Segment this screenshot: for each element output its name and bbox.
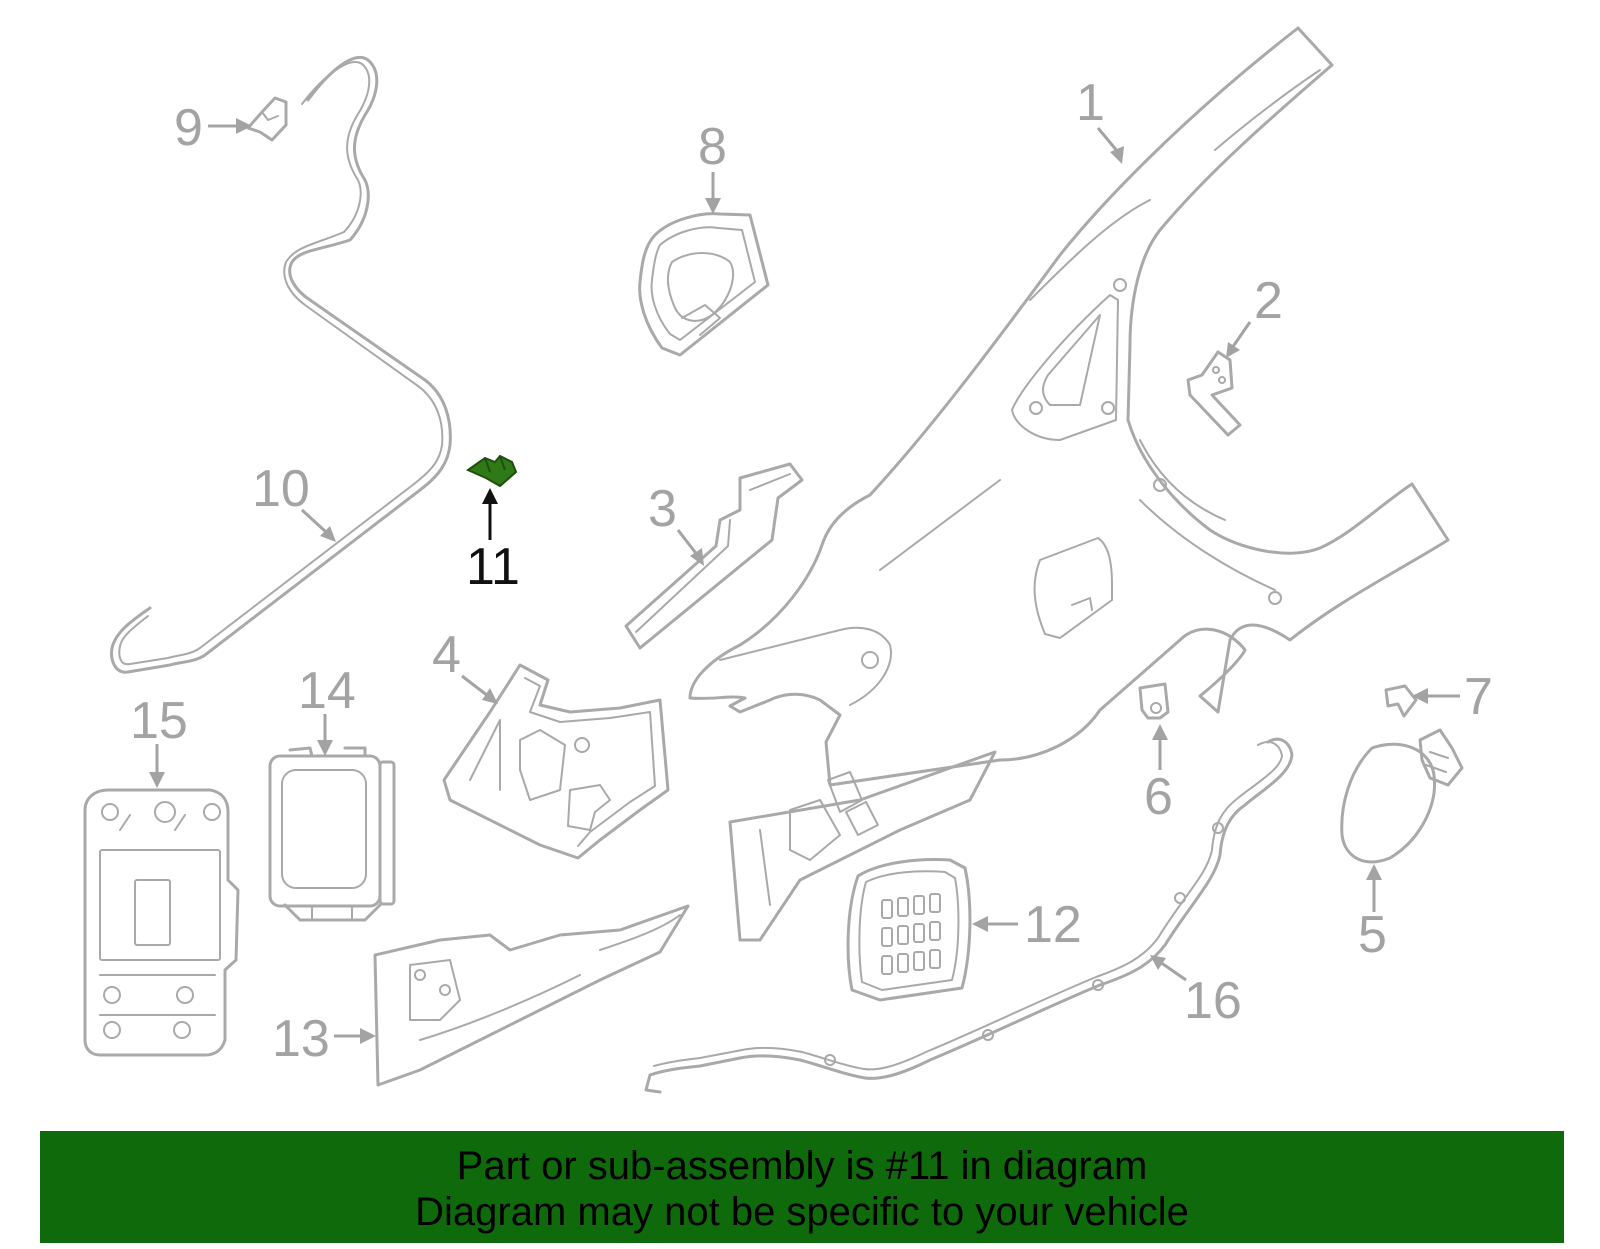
callout-label: 13 bbox=[272, 1010, 330, 1068]
callout-11[interactable]: 11 bbox=[466, 488, 520, 596]
callout-2[interactable]: 2 bbox=[1226, 272, 1283, 358]
callout-label: 1 bbox=[1076, 74, 1105, 132]
callout-label: 12 bbox=[1024, 896, 1082, 954]
callout-16[interactable]: 16 bbox=[1150, 955, 1242, 1030]
callout-label: 2 bbox=[1254, 272, 1283, 330]
callout-1[interactable]: 1 bbox=[1076, 74, 1124, 164]
callout-12[interactable]: 12 bbox=[972, 896, 1082, 954]
part-4-inner-panel[interactable] bbox=[442, 663, 670, 860]
banner-line-part-number: Part or sub-assembly is #11 in diagram bbox=[456, 1144, 1148, 1188]
callout-7[interactable]: 7 bbox=[1412, 668, 1493, 726]
callout-label: 8 bbox=[698, 118, 727, 176]
callout-label: 16 bbox=[1184, 972, 1242, 1030]
part-1-quarter-panel[interactable] bbox=[688, 26, 1450, 787]
callout-15[interactable]: 15 bbox=[130, 692, 188, 788]
callout-6[interactable]: 6 bbox=[1144, 724, 1173, 826]
callout-label: 10 bbox=[252, 460, 310, 518]
part-3-strip[interactable] bbox=[624, 462, 804, 650]
part-8-filler-housing[interactable] bbox=[638, 212, 770, 357]
part-12-vent[interactable] bbox=[846, 858, 972, 1002]
part-10-tube[interactable] bbox=[110, 55, 452, 674]
part-2-bracket[interactable] bbox=[1186, 350, 1242, 437]
callout-label: 6 bbox=[1144, 768, 1173, 826]
callout-9[interactable]: 9 bbox=[174, 99, 252, 157]
info-banner: Part or sub-assembly is #11 in diagram D… bbox=[40, 1131, 1564, 1243]
callout-label: 5 bbox=[1358, 906, 1387, 964]
callout-3[interactable]: 3 bbox=[648, 480, 704, 566]
part-11-highlighted-clip[interactable] bbox=[465, 454, 518, 488]
callout-5[interactable]: 5 bbox=[1358, 864, 1387, 964]
callout-label: 15 bbox=[130, 692, 188, 750]
callout-label: 7 bbox=[1464, 668, 1493, 726]
callout-4[interactable]: 4 bbox=[432, 626, 498, 704]
callout-14[interactable]: 14 bbox=[298, 662, 356, 756]
callout-label: 4 bbox=[432, 626, 461, 684]
callout-label: 9 bbox=[174, 99, 203, 157]
part-15-fuse-box[interactable] bbox=[83, 788, 240, 1057]
callout-10[interactable]: 10 bbox=[252, 460, 336, 542]
part-7-clip[interactable] bbox=[1384, 684, 1418, 718]
callout-label: 3 bbox=[648, 480, 677, 538]
part-6-grommet[interactable] bbox=[1138, 682, 1170, 720]
callout-13[interactable]: 13 bbox=[272, 1010, 376, 1068]
callout-8[interactable]: 8 bbox=[698, 118, 727, 214]
vent-slots bbox=[881, 893, 941, 975]
callout-label: 11 bbox=[466, 538, 520, 596]
lower-wheelhouse-panel[interactable] bbox=[728, 750, 997, 942]
part-16-harness[interactable] bbox=[644, 737, 1294, 1094]
part-9-clip[interactable] bbox=[246, 96, 288, 142]
part-13-lower-panel[interactable] bbox=[373, 904, 690, 1087]
part-14-module[interactable] bbox=[268, 746, 396, 922]
callout-label: 14 bbox=[298, 662, 356, 720]
banner-line-disclaimer: Diagram may not be specific to your vehi… bbox=[415, 1190, 1189, 1234]
part-5-fuel-door[interactable] bbox=[1340, 728, 1464, 864]
